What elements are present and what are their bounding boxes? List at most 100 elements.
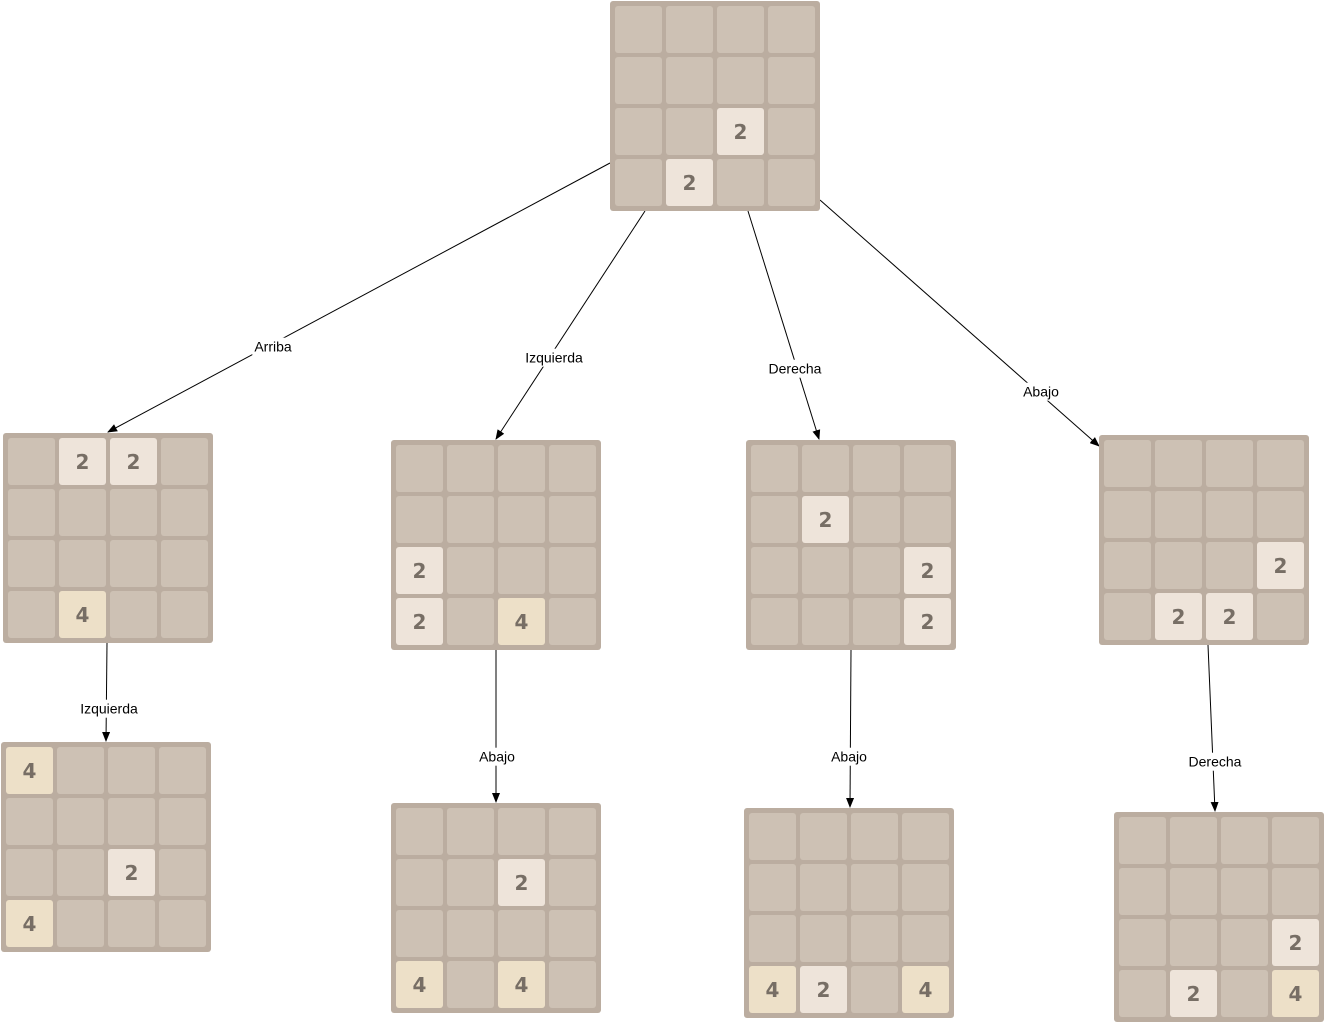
- empty-tile: [717, 159, 764, 206]
- empty-tile: [1206, 542, 1253, 589]
- empty-tile: [549, 496, 596, 543]
- edge-label: Izquierda: [80, 701, 138, 717]
- empty-tile: [1257, 440, 1304, 487]
- empty-tile: [8, 540, 55, 587]
- tile-2: 2: [717, 108, 764, 155]
- edge-label-background: [477, 747, 518, 766]
- empty-tile: [615, 108, 662, 155]
- edge-label-background: [829, 747, 870, 766]
- empty-tile: [498, 445, 545, 492]
- tile-2: 2: [108, 849, 155, 896]
- empty-tile: [615, 159, 662, 206]
- empty-tile: [768, 57, 815, 104]
- empty-tile: [57, 747, 104, 794]
- empty-tile: [853, 496, 900, 543]
- tile-2: 2: [59, 438, 106, 485]
- edge-label: Arriba: [254, 339, 292, 355]
- empty-tile: [447, 598, 494, 645]
- empty-tile: [768, 108, 815, 155]
- empty-tile: [498, 496, 545, 543]
- edge-label: Abajo: [479, 749, 515, 765]
- empty-tile: [1257, 491, 1304, 538]
- edge-arrow-derecha-to-derecha-abajo: [846, 649, 855, 808]
- edge-label: Derecha: [1189, 754, 1242, 770]
- empty-tile: [1119, 919, 1166, 966]
- empty-tile: [549, 808, 596, 855]
- empty-tile: [549, 961, 596, 1008]
- tile-2: 2: [666, 159, 713, 206]
- empty-tile: [902, 915, 949, 962]
- empty-tile: [161, 438, 208, 485]
- empty-tile: [749, 813, 796, 860]
- edge-label-background: [1186, 752, 1244, 771]
- tile-2: 2: [800, 966, 847, 1013]
- empty-tile: [1272, 817, 1319, 864]
- empty-tile: [1119, 970, 1166, 1017]
- empty-tile: [802, 445, 849, 492]
- empty-tile: [1221, 868, 1268, 915]
- empty-tile: [902, 864, 949, 911]
- empty-tile: [1155, 440, 1202, 487]
- empty-tile: [768, 6, 815, 53]
- tile-2: 2: [396, 598, 443, 645]
- empty-tile: [549, 859, 596, 906]
- empty-tile: [751, 598, 798, 645]
- empty-tile: [159, 747, 206, 794]
- empty-tile: [549, 445, 596, 492]
- empty-tile: [8, 591, 55, 638]
- empty-tile: [447, 859, 494, 906]
- empty-tile: [1272, 868, 1319, 915]
- edge-label: Abajo: [1023, 384, 1059, 400]
- edge-label: Abajo: [831, 749, 867, 765]
- empty-tile: [57, 798, 104, 845]
- empty-tile: [498, 547, 545, 594]
- edge-arrow-arriba-to-arriba-izquierda: [102, 642, 111, 742]
- empty-tile: [1170, 868, 1217, 915]
- empty-tile: [1170, 919, 1217, 966]
- tile-4: 4: [1272, 970, 1319, 1017]
- edge-label: Izquierda: [525, 350, 583, 366]
- empty-tile: [447, 445, 494, 492]
- empty-tile: [161, 540, 208, 587]
- empty-tile: [1104, 491, 1151, 538]
- edge-label-background: [1021, 382, 1062, 401]
- empty-tile: [800, 915, 847, 962]
- edge-arrow-root-to-derecha: [747, 210, 821, 440]
- empty-tile: [396, 496, 443, 543]
- empty-tile: [159, 849, 206, 896]
- empty-tile: [717, 57, 764, 104]
- empty-tile: [902, 813, 949, 860]
- tile-2: 2: [1170, 970, 1217, 1017]
- edge-arrow-root-to-arriba: [107, 162, 611, 433]
- empty-tile: [615, 6, 662, 53]
- empty-tile: [108, 900, 155, 947]
- empty-tile: [447, 961, 494, 1008]
- empty-tile: [57, 849, 104, 896]
- empty-tile: [1170, 817, 1217, 864]
- empty-tile: [396, 859, 443, 906]
- edge-label-background: [766, 359, 824, 378]
- empty-tile: [8, 489, 55, 536]
- empty-tile: [396, 808, 443, 855]
- tile-2: 2: [904, 598, 951, 645]
- empty-tile: [615, 57, 662, 104]
- empty-tile: [1119, 817, 1166, 864]
- empty-tile: [717, 6, 764, 53]
- tile-4: 4: [6, 747, 53, 794]
- edge-label: Derecha: [769, 361, 822, 377]
- empty-tile: [447, 496, 494, 543]
- empty-tile: [666, 57, 713, 104]
- empty-tile: [1221, 817, 1268, 864]
- empty-tile: [110, 489, 157, 536]
- empty-tile: [751, 496, 798, 543]
- edge-arrow-root-to-izquierda: [495, 210, 646, 440]
- empty-tile: [108, 798, 155, 845]
- empty-tile: [1221, 919, 1268, 966]
